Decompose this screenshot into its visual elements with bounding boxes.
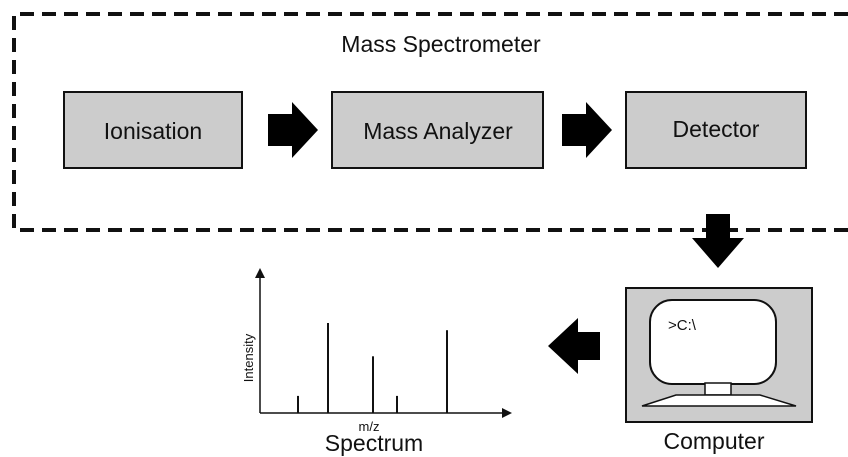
stage-detector: Detector (625, 91, 807, 169)
computer-base (641, 394, 797, 407)
computer-neck (704, 382, 732, 396)
spectrum-label: Spectrum (325, 430, 423, 456)
spectrum: m/z Intensity Spectrum (241, 268, 512, 456)
mass-spectrometer-title: Mass Spectrometer (341, 31, 541, 57)
computer: >C:\ Computer (625, 287, 813, 454)
spectrum-x-axis-label: m/z (359, 419, 380, 434)
stage-mass-analyzer-label: Mass Analyzer (363, 118, 513, 144)
computer-screen-text: >C:\ (668, 317, 697, 334)
arrow-analyzer-to-detector (562, 102, 612, 158)
stage-mass-analyzer: Mass Analyzer (331, 91, 544, 169)
arrow-ionisation-to-analyzer (268, 102, 318, 158)
arrow-computer-to-spectrum (548, 318, 600, 374)
spectrum-peaks (297, 323, 448, 413)
stage-detector-label: Detector (673, 116, 760, 142)
spectrum-y-axis-label: Intensity (241, 333, 256, 382)
computer-label: Computer (664, 428, 765, 454)
arrow-detector-to-computer (692, 214, 744, 268)
stage-ionisation-label: Ionisation (104, 118, 202, 144)
stage-ionisation: Ionisation (63, 91, 243, 169)
computer-monitor (649, 299, 777, 385)
